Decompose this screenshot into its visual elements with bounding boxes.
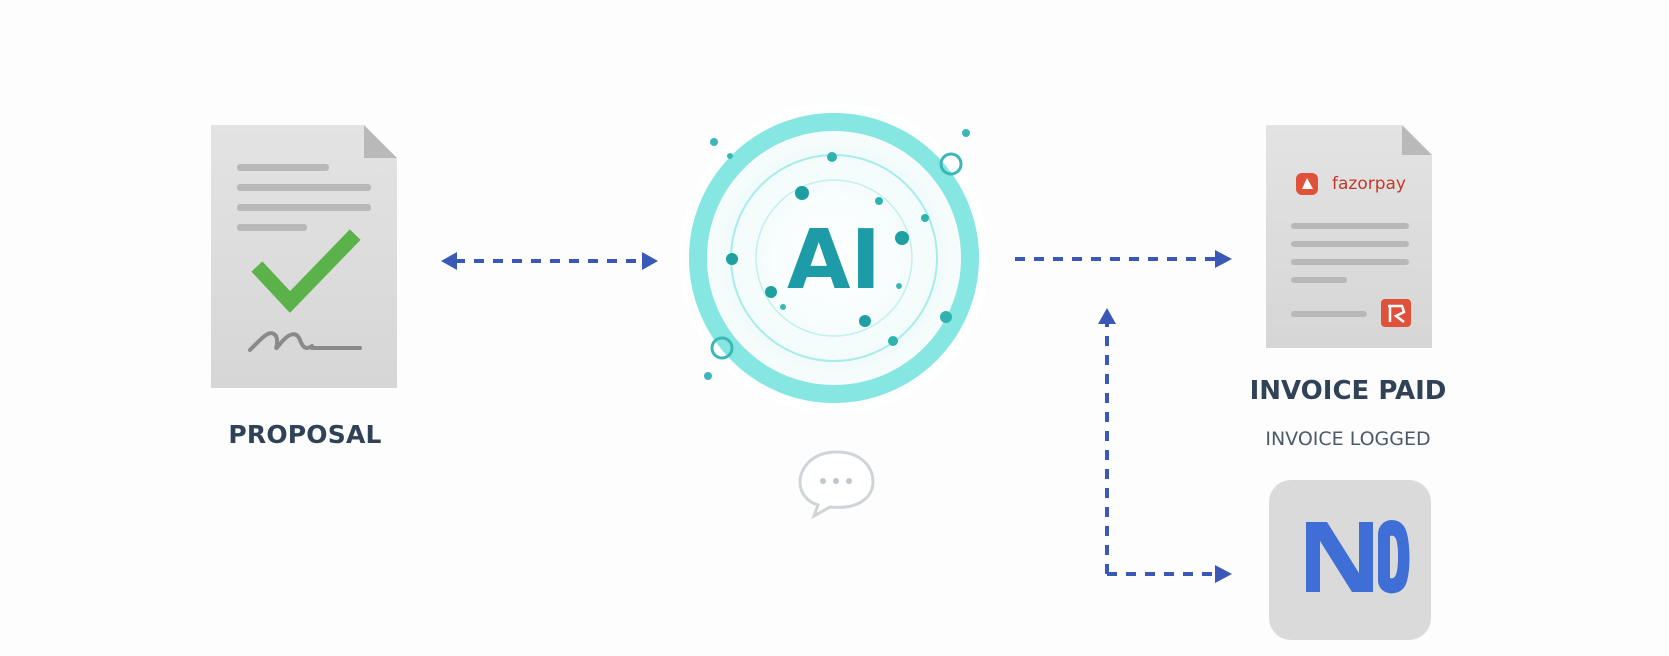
arrow-notion-invoice <box>1098 308 1232 583</box>
proposal-document-icon <box>211 125 397 388</box>
invoice-document-icon <box>1266 125 1432 348</box>
chat-bubble-icon <box>798 450 875 520</box>
invoice-brand-name: fazorpay <box>1332 174 1406 194</box>
invoice-logged-label: INVOICE LOGGED <box>1265 428 1431 450</box>
ai-node <box>679 103 989 413</box>
razorpay-logo-icon <box>1296 173 1318 195</box>
signature-icon <box>248 331 362 352</box>
notion-logo-icon <box>1269 480 1431 640</box>
ai-label: AI <box>787 213 881 308</box>
invoice-paid-label: INVOICE PAID <box>1249 376 1447 406</box>
proposal-label: PROPOSAL <box>228 420 382 449</box>
arrow-proposal-ai <box>441 252 658 270</box>
checkmark-icon <box>251 229 361 313</box>
razorpay-badge-icon <box>1381 299 1411 327</box>
arrow-ai-invoice <box>1015 250 1232 268</box>
